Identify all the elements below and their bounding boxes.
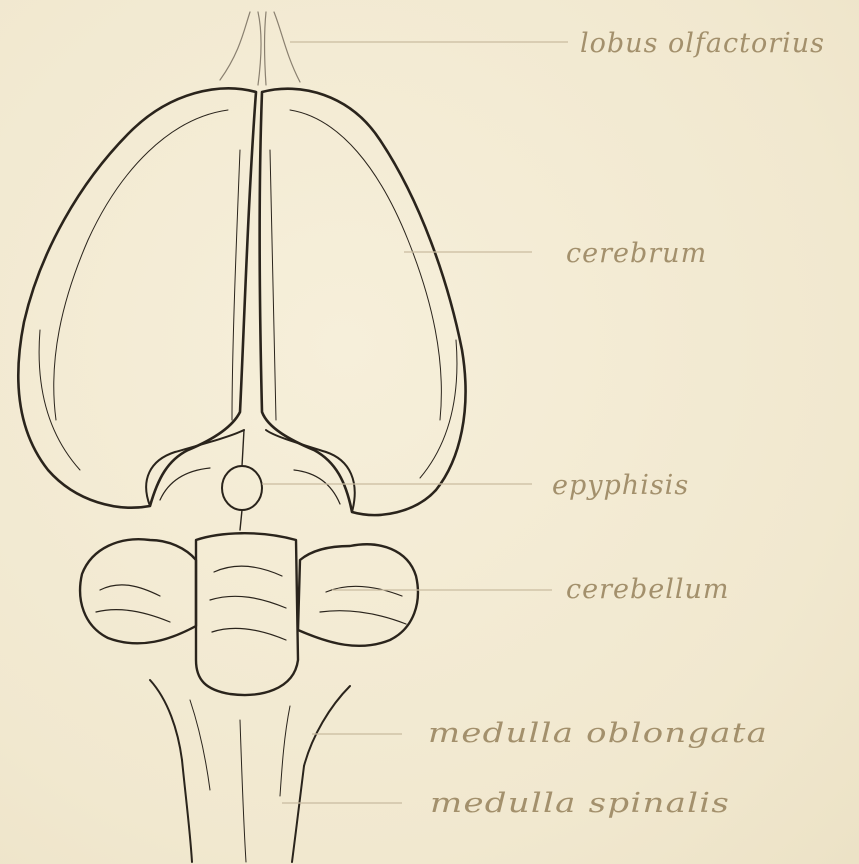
label-cerebrum: cerebrum	[566, 238, 707, 269]
label-medulla-oblongata: medulla oblongata	[428, 718, 768, 749]
medulla-spinalis	[182, 720, 304, 862]
cerebellum	[80, 533, 418, 695]
label-medulla-spinalis: medulla spinalis	[430, 788, 730, 819]
label-lobus-olfactorius: lobus olfactorius	[580, 28, 825, 59]
cerebrum-right-hemisphere	[260, 89, 466, 515]
epiphysis	[146, 430, 355, 530]
leader-lines	[262, 42, 568, 803]
cerebrum-left-hemisphere	[18, 88, 256, 507]
label-cerebellum: cerebellum	[566, 574, 730, 605]
label-epiphysis: epyphisis	[552, 470, 689, 501]
medulla-oblongata	[150, 680, 350, 796]
olfactory-lobes	[220, 12, 300, 85]
